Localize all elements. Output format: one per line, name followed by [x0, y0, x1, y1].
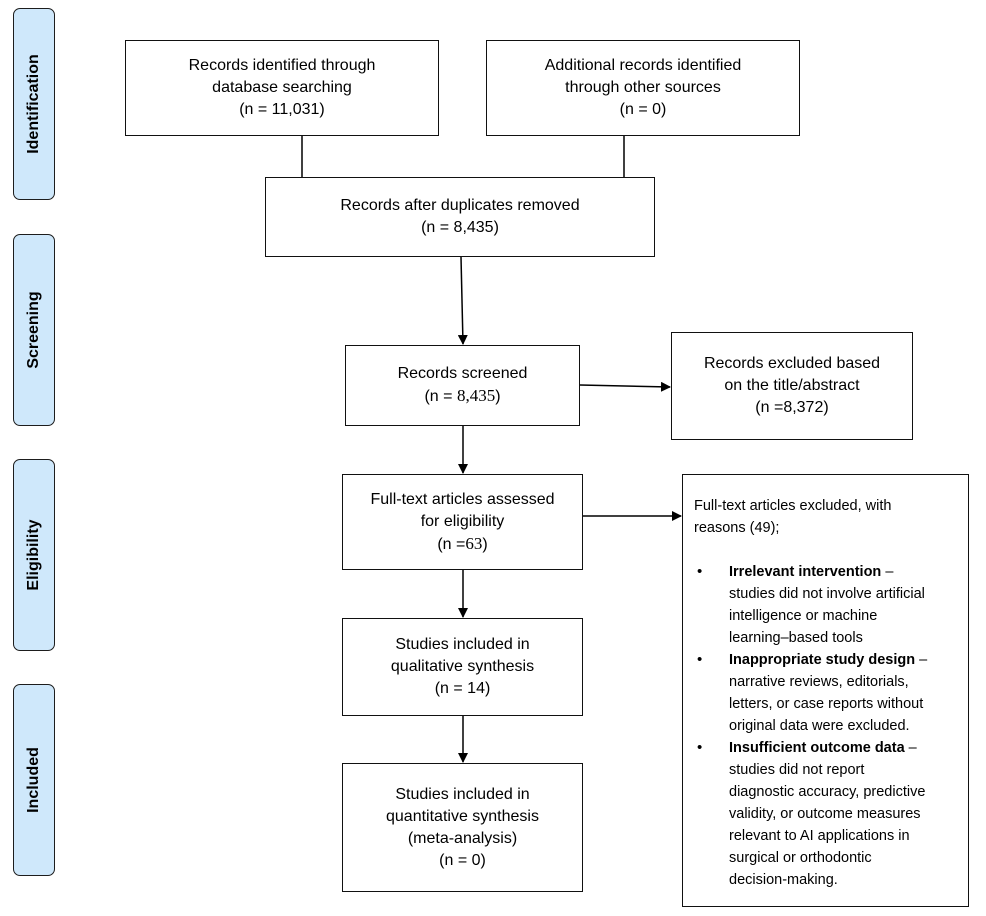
reason-title: Inappropriate study design	[729, 652, 916, 668]
reason-title: Irrelevant intervention	[729, 564, 882, 580]
stage-eligibility: Eligibility	[13, 459, 55, 651]
reason-text-line: letters, or case reports without	[729, 696, 924, 712]
stage-included: Included	[13, 684, 55, 876]
fulltext-assessed-count: (n =63)	[437, 533, 488, 553]
bullet-icon: •	[697, 739, 703, 756]
excluded-title-line2: on the title/abstract	[724, 377, 860, 394]
box-database-search: Records identified through database sear…	[125, 40, 439, 136]
qualitative-count: (n = 14)	[434, 680, 491, 697]
box-quantitative-synthesis: Studies included in quantitative synthes…	[342, 763, 583, 892]
reason-title: Insufficient outcome data	[729, 740, 905, 756]
database-search-line1: Records identified through	[188, 57, 376, 74]
exclusion-reason-item: • Inappropriate study design – narrative…	[694, 649, 958, 737]
quantitative-line1: Studies included in	[395, 785, 530, 803]
fulltext-excluded-intro: Full-text articles excluded, with reason…	[694, 495, 958, 539]
reason-text-line: decision-making.	[729, 872, 838, 888]
reason-text-line: learning–based tools	[729, 630, 863, 646]
reason-text-line: diagnostic accuracy, predictive	[729, 784, 926, 800]
box-other-sources: Additional records identified through ot…	[486, 40, 800, 136]
fulltext-assessed-line2: for eligibility	[420, 512, 505, 530]
reason-text-line: intelligence or machine	[729, 608, 878, 624]
fulltext-excluded-intro-line2: reasons (49);	[694, 520, 780, 536]
reason-text-line: original data were excluded.	[729, 718, 910, 734]
exclusion-reason-item: • Irrelevant intervention – studies did …	[694, 561, 958, 649]
bullet-icon: •	[697, 563, 703, 580]
reason-text-line: validity, or outcome measures	[729, 806, 921, 822]
after-duplicates-line1: Records after duplicates removed	[340, 197, 580, 214]
box-fulltext-excluded: Full-text articles excluded, with reason…	[682, 474, 969, 907]
reason-text-line: relevant to AI applications in	[729, 828, 910, 844]
reason-text-line: narrative reviews, editorials,	[729, 674, 909, 690]
stage-screening: Screening	[13, 234, 55, 426]
excluded-title-count: (n =8,372)	[755, 399, 829, 416]
box-records-screened: Records screened (n = 8,435)	[345, 345, 580, 426]
other-sources-line2: through other sources	[565, 79, 721, 96]
quantitative-line2: quantitative synthesis	[386, 807, 539, 825]
reason-text-line: studies did not report	[729, 762, 865, 778]
box-excluded-title-abstract: Records excluded based on the title/abst…	[671, 332, 913, 440]
fulltext-excluded-intro-line1: Full-text articles excluded, with	[694, 498, 892, 514]
stage-identification: Identification	[13, 8, 55, 200]
box-after-duplicates: Records after duplicates removed (n = 8,…	[265, 177, 655, 257]
exclusion-reasons-list: • Irrelevant intervention – studies did …	[694, 561, 958, 891]
qualitative-line1: Studies included in	[395, 636, 530, 653]
excluded-title-line1: Records excluded based	[703, 355, 881, 372]
qualitative-line2: qualitative synthesis	[390, 658, 535, 675]
reason-text-line: studies did not involve artificial	[729, 586, 925, 602]
after-duplicates-count: (n = 8,435)	[421, 219, 499, 236]
arrow-to-excluded-title	[579, 381, 671, 392]
exclusion-reason-item: • Insufficient outcome data – studies di…	[694, 737, 958, 891]
other-sources-count: (n = 0)	[619, 101, 667, 118]
records-screened-line1: Records screened	[397, 365, 528, 382]
records-screened-count: (n = 8,435)	[424, 386, 501, 405]
arrow-to-screened	[457, 256, 468, 345]
box-fulltext-assessed: Full-text articles assessed for eligibil…	[342, 474, 583, 570]
bullet-icon: •	[697, 651, 703, 668]
database-search-count: (n = 11,031)	[239, 101, 325, 118]
fulltext-assessed-line1: Full-text articles assessed	[370, 490, 555, 508]
quantitative-line3: (meta-analysis)	[407, 829, 518, 847]
database-search-line2: database searching	[212, 79, 352, 96]
reason-text-line: surgical or orthodontic	[729, 850, 872, 866]
quantitative-count: (n = 0)	[439, 851, 486, 869]
other-sources-line1: Additional records identified	[544, 57, 742, 74]
box-qualitative-synthesis: Studies included in qualitative synthesi…	[342, 618, 583, 716]
